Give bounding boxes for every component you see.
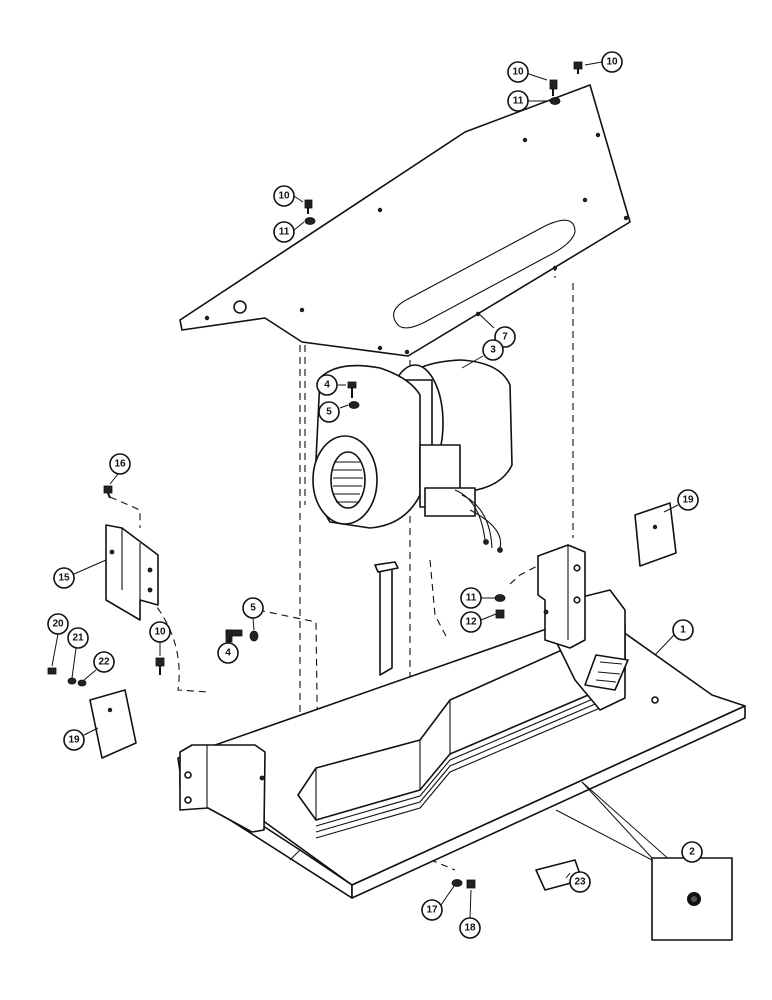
callout-11-top: 11 xyxy=(507,90,529,112)
callout-5-base: 5 xyxy=(242,597,264,619)
callout-23: 23 xyxy=(569,871,591,893)
svg-text:10: 10 xyxy=(512,67,524,78)
callout-16: 16 xyxy=(109,453,131,475)
fastener-hardware xyxy=(47,61,583,889)
callout-5-blower: 5 xyxy=(318,401,340,423)
side-bracket-15 xyxy=(105,524,159,621)
callout-15: 15 xyxy=(53,567,75,589)
svg-text:12: 12 xyxy=(465,617,477,628)
svg-text:11: 11 xyxy=(279,227,290,238)
callout-11-rear: 11 xyxy=(460,587,482,609)
left-bracket xyxy=(179,744,266,833)
callout-3: 3 xyxy=(482,339,504,361)
svg-text:7: 7 xyxy=(502,332,508,343)
callout-19-right: 19 xyxy=(677,489,699,511)
svg-text:4: 4 xyxy=(324,380,330,391)
svg-text:19: 19 xyxy=(68,735,80,746)
callout-leader-lines xyxy=(51,61,679,919)
top-plate-7 xyxy=(179,84,631,357)
callout-10-plate-left: 10 xyxy=(273,185,295,207)
svg-text:10: 10 xyxy=(154,627,166,638)
callout-10-top-left: 10 xyxy=(507,61,529,83)
svg-text:11: 11 xyxy=(513,96,524,107)
callout-10-top-right: 10 xyxy=(601,51,623,73)
callout-21: 21 xyxy=(67,627,89,649)
rear-bracket xyxy=(537,544,586,649)
callout-20: 20 xyxy=(47,613,69,635)
callout-2: 2 xyxy=(681,841,703,863)
svg-text:16: 16 xyxy=(114,459,126,470)
svg-text:2: 2 xyxy=(689,847,695,858)
svg-text:5: 5 xyxy=(326,407,332,418)
callout-12: 12 xyxy=(460,611,482,633)
svg-text:15: 15 xyxy=(58,573,70,584)
detail-inset-2 xyxy=(555,781,733,941)
svg-text:20: 20 xyxy=(52,619,64,630)
svg-text:11: 11 xyxy=(466,593,477,604)
callout-4-blower: 4 xyxy=(316,374,338,396)
callout-17: 17 xyxy=(421,899,443,921)
duct-channel xyxy=(297,561,629,839)
svg-text:10: 10 xyxy=(278,191,290,202)
svg-text:21: 21 xyxy=(72,633,84,644)
svg-text:1: 1 xyxy=(680,625,686,636)
svg-text:17: 17 xyxy=(426,905,438,916)
svg-text:4: 4 xyxy=(225,648,231,659)
svg-text:23: 23 xyxy=(574,877,586,888)
callout-18: 18 xyxy=(459,917,481,939)
callout-4-base: 4 xyxy=(217,642,239,664)
callout-19-left: 19 xyxy=(63,729,85,751)
callout-22: 22 xyxy=(93,651,115,673)
callout-11-plate-left: 11 xyxy=(273,221,295,243)
blower-assembly-3 xyxy=(312,359,513,553)
svg-text:3: 3 xyxy=(490,345,496,356)
svg-text:19: 19 xyxy=(682,495,694,506)
svg-text:10: 10 xyxy=(606,57,618,68)
svg-text:18: 18 xyxy=(464,923,476,934)
cover-plates-19 xyxy=(89,502,677,759)
svg-text:5: 5 xyxy=(250,603,256,614)
callout-10-base: 10 xyxy=(149,621,171,643)
svg-text:22: 22 xyxy=(98,657,110,668)
callout-1: 1 xyxy=(672,619,694,641)
